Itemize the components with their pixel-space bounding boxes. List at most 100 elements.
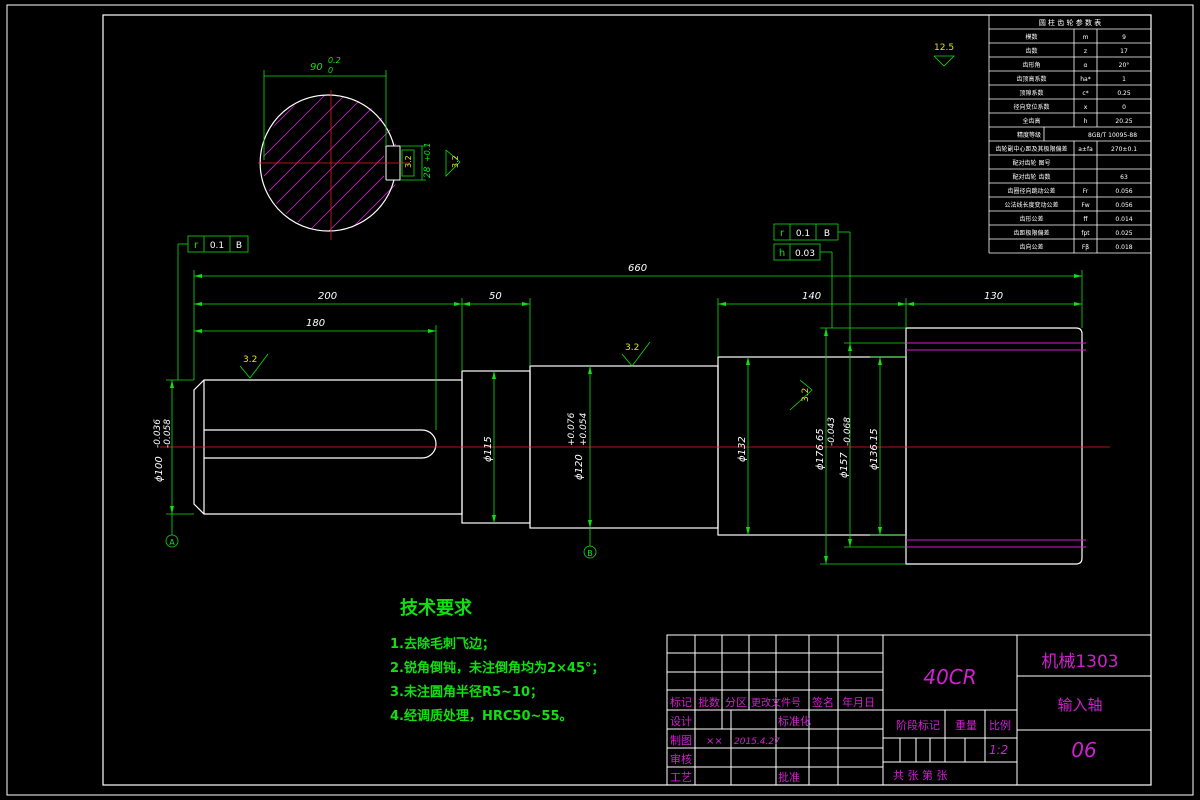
gear-row-symbol: h	[1084, 118, 1088, 125]
gear-row-value: 0	[1122, 104, 1126, 111]
title-block	[666, 634, 1152, 786]
dim-d120: ϕ120	[574, 454, 585, 480]
dim-d120-lo: +0.054	[579, 412, 589, 446]
shaft-outline	[193, 327, 1083, 565]
dim-28: 28	[423, 166, 433, 178]
gear-row-value: 20.25	[1115, 118, 1132, 125]
inner-frame	[102, 14, 1152, 786]
tech-item-2: 2.锐角倒钝，未注倒角均为2×45°；	[390, 660, 605, 676]
dim-total: 660	[628, 263, 647, 274]
tb-biaoji: 标记	[670, 695, 692, 709]
roughness-section2: 3.2	[451, 155, 460, 168]
tol-right2-sym: h	[779, 248, 785, 259]
gear-row-label: 公法线长度变动公差	[1004, 201, 1058, 209]
outer-frame	[6, 4, 1194, 796]
gear-row-symbol: fpt	[1081, 230, 1090, 237]
gear-row-label: 齿圈径向跳动公差	[1007, 187, 1055, 195]
dimension-lines	[165, 55, 1083, 565]
gear-row-label: 全齿高	[1022, 117, 1040, 125]
gear-row-symbol: Fw	[1081, 202, 1089, 209]
gear-row-value: 0.056	[1115, 188, 1132, 195]
gear-row-label: 配对齿轮 图号	[1013, 159, 1051, 167]
tb-gongyi: 工艺	[670, 771, 692, 784]
roughness-top-right: 12.5	[934, 43, 954, 53]
dim-90: 90	[310, 62, 323, 73]
gear-row-value: 0.056	[1115, 202, 1132, 209]
gear-row-value: 270±0.1	[1111, 146, 1137, 153]
tol-left-sym: r	[194, 240, 199, 251]
tol-left-ref: B	[236, 241, 242, 251]
tb-sheet-no: 06	[1071, 738, 1096, 762]
gear-row-symbol: m	[1083, 34, 1089, 41]
roughness-a: 3.2	[243, 355, 257, 365]
gear-row-value: 0.25	[1117, 90, 1131, 97]
gear-table-title: 圆 柱 齿 轮 参 数 表	[1039, 18, 1101, 27]
tol-right-val: 0.1	[796, 229, 810, 239]
gear-row-value: 9	[1122, 34, 1126, 41]
roughness-b: 3.2	[625, 343, 639, 353]
dim-d132: ϕ132	[737, 436, 748, 462]
gear-row-label: 配对齿轮 齿数	[1013, 173, 1051, 181]
dim-d136: ϕ136.15	[869, 428, 880, 470]
gear-row-symbol: Fβ	[1082, 244, 1089, 251]
tb-qianming: 签名	[812, 695, 834, 709]
gear-row-value: 17	[1120, 48, 1128, 55]
section-view	[258, 70, 426, 240]
gear-row-value: 1	[1122, 76, 1126, 83]
gear-row-label: 齿形角	[1022, 61, 1040, 69]
tb-part-name: 输入轴	[1057, 696, 1102, 714]
dim-d100-lo: -0.058	[163, 419, 173, 448]
dim-d176: ϕ176.65	[815, 428, 826, 470]
tb-class-id: 机械1303	[1041, 652, 1118, 672]
datum-a: A	[169, 538, 175, 547]
tb-bili: 比例	[989, 718, 1011, 732]
gear-row-label: 齿数	[1025, 47, 1037, 55]
tolerance-frames	[187, 223, 839, 261]
tol-right-ref: B	[824, 229, 830, 239]
gear-row-label: 径向变位系数	[1013, 103, 1049, 111]
gear-row-value: 20°	[1119, 62, 1130, 69]
gear-row-label: 顶隙系数	[1019, 89, 1043, 97]
tb-biaozhunhua: 标准化	[778, 714, 811, 728]
tol-right2-val: 0.03	[795, 249, 815, 259]
tech-title: 技术要求	[400, 597, 473, 619]
tb-gengai: 更改文件号	[751, 696, 801, 709]
dim-d115: ϕ115	[483, 436, 494, 462]
tech-item-4: 4.经调质处理，HRC50~55。	[390, 708, 573, 724]
tech-item-1: 1.去除毛刺飞边；	[390, 636, 495, 652]
dim-90-lo: 0	[328, 66, 333, 75]
gear-row-symbol: z	[1084, 48, 1087, 55]
gear-row-symbol: α	[1084, 62, 1088, 69]
dim-d120-up: +0.076	[567, 412, 577, 446]
dim-d157: ϕ157	[839, 452, 850, 478]
dim-180: 180	[306, 318, 325, 329]
tb-date: 2015.4.27	[734, 737, 780, 747]
gear-row-symbol: x	[1084, 104, 1088, 111]
tb-sheji: 设计	[670, 715, 692, 728]
dim-d157-lo: -0.068	[843, 417, 853, 446]
gear-row-symbol: Fr	[1083, 188, 1089, 195]
arrowheads	[170, 274, 1082, 564]
tb-chushu: 批数	[698, 695, 720, 709]
gear-row-value: 8GB/T 10095-88	[1088, 132, 1137, 139]
tb-drafter: ××	[706, 736, 723, 747]
tb-jieduan: 阶段标记	[896, 718, 940, 732]
gear-row-label: 齿顶高系数	[1016, 75, 1046, 83]
dim-d100: ϕ100	[154, 456, 165, 482]
tb-gongzhang: 共 张 第 张	[893, 768, 948, 782]
dim-28-tol: +0.1	[423, 143, 432, 162]
gear-row-value: 0.018	[1115, 244, 1132, 251]
gear-row-value: 0.025	[1115, 230, 1132, 237]
tb-scale: 1:2	[989, 743, 1008, 757]
gear-row-label: 齿向公差	[1019, 243, 1043, 251]
tech-item-3: 3.未注圆角半径R5~10；	[390, 684, 543, 700]
gear-row-symbol: ha*	[1080, 76, 1090, 83]
tb-zhongliang: 重量	[955, 718, 977, 732]
datum-b: B	[587, 549, 593, 558]
gear-row-label: 齿形公差	[1019, 215, 1043, 223]
dim-90-up: 0.2	[328, 56, 341, 65]
dim-d100-up: -0.036	[153, 419, 163, 448]
tb-fenqu: 分区	[725, 696, 747, 709]
